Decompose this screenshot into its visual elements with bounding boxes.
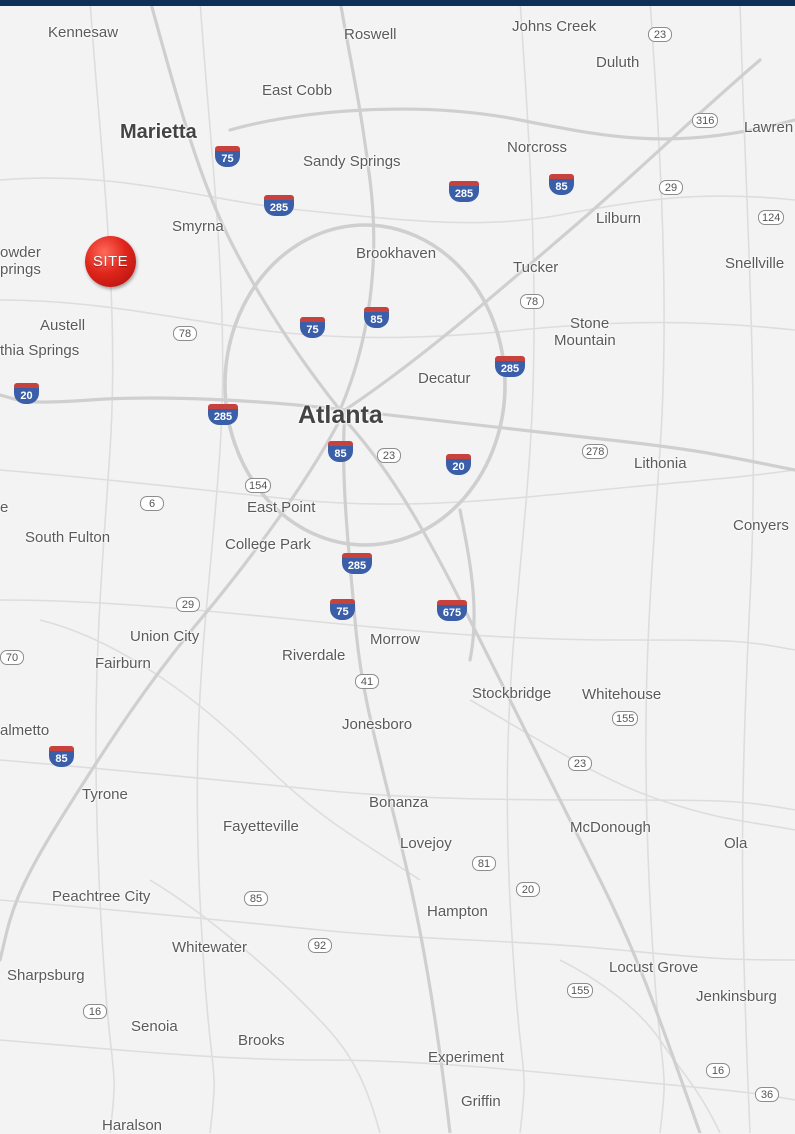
header-bar (0, 0, 795, 6)
site-marker-button[interactable]: SITE (85, 236, 136, 287)
site-marker-label: SITE (92, 253, 129, 270)
